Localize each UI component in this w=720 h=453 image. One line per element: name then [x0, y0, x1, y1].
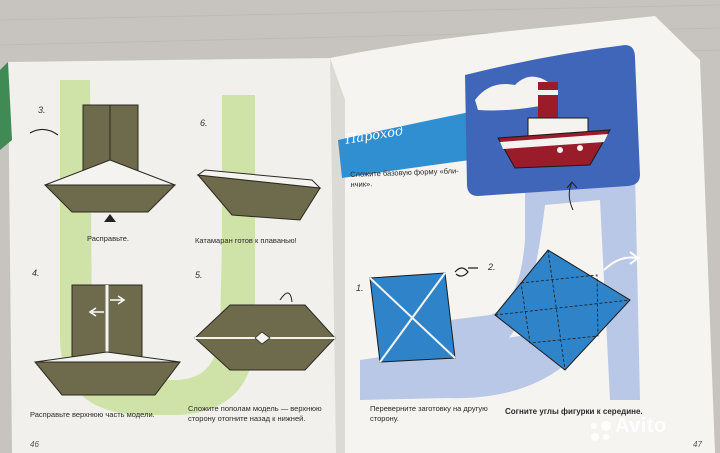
step-5-number: 5. [195, 270, 203, 280]
ship-illustration [465, 45, 640, 196]
step-6-caption: Катамаран готов к плаванью! [195, 236, 297, 245]
step-3-caption: Расправьте. [87, 234, 129, 243]
step-3-number: 3. [38, 105, 46, 115]
right-step-2-number: 2. [488, 262, 496, 272]
right-step-1-caption: Переверните заготовку на другую сторону. [370, 404, 488, 423]
flip-arrow-icon [454, 267, 478, 277]
avito-logo-icon [591, 421, 611, 441]
intro-text: Сложите базовую форму «бли- нчик». [350, 166, 459, 189]
model-step-5 [194, 292, 336, 371]
right-step-1-number: 1. [356, 283, 364, 293]
blue-path [360, 170, 640, 400]
arrow-right-icon [603, 251, 640, 271]
watermark: Avito [615, 415, 667, 437]
step-6-number: 6. [200, 118, 208, 128]
model-step-4 [33, 284, 182, 396]
diamond-step-2 [494, 249, 631, 371]
right-page-number: 47 [693, 440, 702, 449]
right-step-2-caption: Согните углы фигурки к середине. [505, 407, 643, 416]
square-step-1 [369, 272, 456, 363]
model-step-3 [43, 104, 177, 222]
left-page-number: 46 [30, 440, 39, 449]
title-band [338, 112, 470, 178]
model-step-6 [196, 169, 322, 221]
step-4-caption: Расправьте верхнюю часть модели. [30, 410, 155, 419]
step-5-caption: Сложите пополам модель — верхнюю сторону… [188, 404, 322, 423]
book-cover-edge [0, 62, 12, 150]
arrow-up-icon [566, 181, 578, 211]
arrow-icon [29, 128, 59, 136]
step-4-number: 4. [32, 268, 40, 278]
